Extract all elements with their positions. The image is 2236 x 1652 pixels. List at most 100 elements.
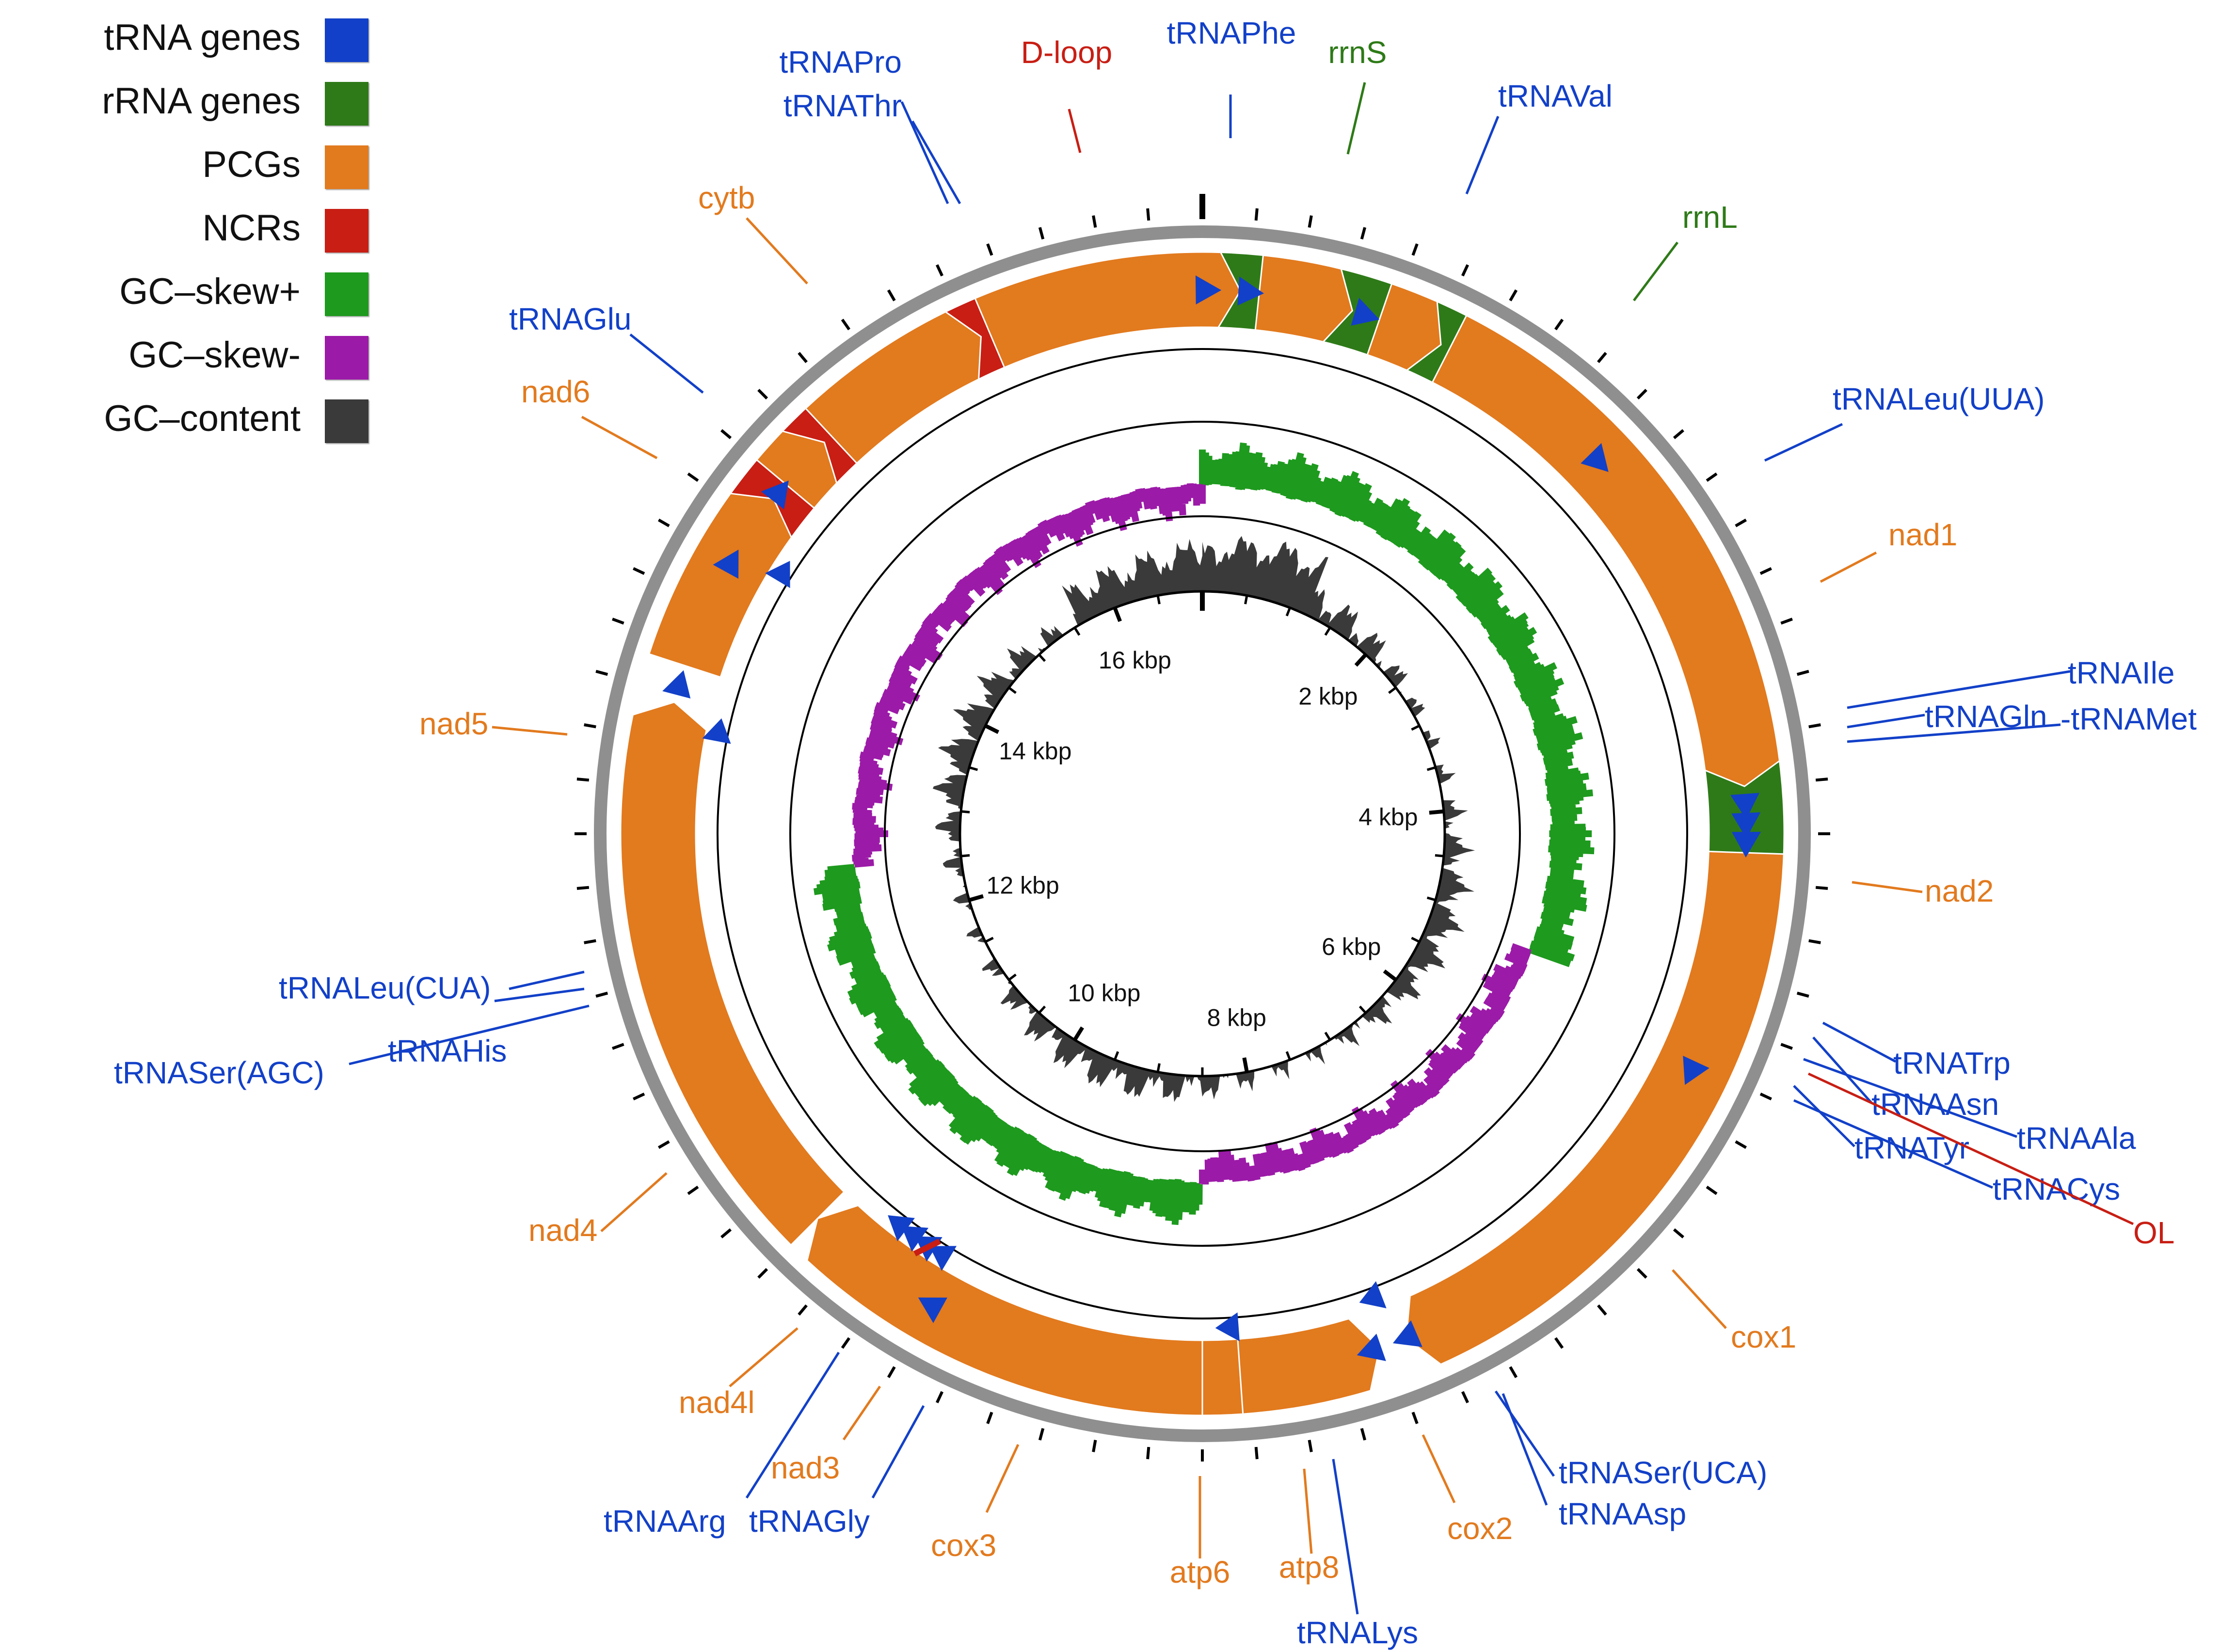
gene-label-nad1: nad1 [1888,517,1957,552]
leader-line [1847,714,1925,729]
outer-tick [1360,227,1367,240]
scale-tick [960,810,970,814]
outer-tick [595,991,608,998]
gene-label-rrnl: rrnL [1682,200,1738,235]
gene-label--trnamet: -tRNAMet [2060,701,2197,736]
gene-label-trnagly: tRNAGly [749,1504,870,1539]
outer-tick [1636,389,1647,400]
gene-label-nad4l: nad4l [679,1385,755,1420]
scale-tick [1114,1051,1119,1061]
outer-tick [1815,886,1828,890]
gene-label-nad6: nad6 [521,374,590,409]
scale-tick [1073,1026,1084,1041]
outer-tick [576,886,590,890]
gene-label-trnaleu-uua-: tRNALeu(UUA) [1833,381,2044,416]
leader-line [1803,1058,2017,1138]
gene-block-nad4 [1431,314,1781,787]
outer-tick [1146,1446,1150,1460]
scale-tick [1038,653,1046,662]
gene-label-trnalys: tRNALys [1297,1615,1418,1650]
scale-tick [1038,1005,1046,1014]
kbp-label: 6 kbp [1322,933,1381,960]
outer-tick [1735,518,1747,527]
gene-label-rrns: rrnS [1328,35,1387,70]
outer-tick [576,778,590,782]
outer-tick [1796,669,1809,676]
legend-item: tRNA genes [0,15,378,63]
outer-tick [841,1337,851,1349]
kbp-label: 14 kbp [999,737,1071,764]
kbp-label: 8 kbp [1207,1004,1266,1031]
outer-tick [757,1268,768,1279]
leader-line [1807,1072,2134,1225]
scale-tick [1242,1057,1249,1073]
leader-line [871,1405,925,1499]
legend-swatch [325,18,368,62]
gene-block-nad3 [1254,254,1354,343]
outer-tick [1038,1428,1045,1441]
gene-block-cox2 [648,492,793,678]
leader-line [1346,82,1366,155]
outer-tick [1808,723,1821,729]
leader-line [746,217,808,285]
leader-line [1332,1459,1359,1615]
outer-tick [1308,1440,1313,1452]
gene-label-atp6: atp6 [1170,1555,1230,1589]
leader-line [492,726,568,736]
scale-tick [985,937,994,943]
leader-line [900,101,949,205]
outer-tick [633,1093,645,1101]
gene-label-trnathr: tRNAThr [783,88,902,123]
outer-tick [986,243,993,256]
outer-tick [757,389,768,400]
legend-item: rRNA genes [0,78,378,127]
trna-marker-trnaala [929,1246,957,1271]
leader-line [1672,1269,1727,1329]
legend-swatch [325,336,368,380]
leader-line [1812,1036,1872,1104]
outer-tick [1673,429,1684,439]
gene-block-atp6 [804,311,982,464]
outer-tick [1360,1428,1367,1441]
outer-tick [687,472,699,482]
legend-label: NCRs [202,207,301,249]
legend-label: GC–content [104,398,301,439]
leader-line [1501,1393,1548,1506]
gene-label-trnaglu: tRNAGlu [509,302,632,336]
legend-item: NCRs [0,205,378,254]
track-ring-3 [884,515,1521,1152]
gene-block-atp8 [755,430,838,509]
outer-tick [1461,1391,1469,1403]
gc-content-track [932,536,1475,1102]
scale-tick [1113,607,1122,622]
outer-tick [1706,1185,1718,1195]
outer-tick [1759,567,1772,575]
trna-marker-trnatrp [918,1297,947,1323]
leader-line [1847,723,2061,743]
kbp-label: 16 kbp [1099,647,1171,674]
gene-label-trnatrp: tRNATrp [1893,1046,2011,1080]
leader-line [509,970,585,990]
outer-tick [1092,1440,1097,1452]
outer-tick [1706,472,1718,482]
scale-tick [1285,1051,1291,1061]
legend-label: tRNA genes [104,17,301,58]
outer-tick [1038,227,1045,240]
outer-tick [1796,991,1809,998]
gene-label-atp8: atp8 [1279,1550,1340,1585]
legend-swatch [325,399,368,443]
scale-tick [1426,766,1436,771]
kbp-label: 12 kbp [987,872,1059,899]
outer-tick [612,618,624,625]
leader-line [494,987,585,1002]
outer-tick [887,1366,896,1379]
leader-line [1068,109,1082,153]
gene-label-nad5: nad5 [419,706,488,741]
gene-label-cytb: cytb [698,180,755,215]
gc-inner-mask [960,591,1445,1076]
outer-tick [1597,1304,1607,1316]
outer-tick [584,939,596,944]
legend-swatch [325,82,368,126]
legend-label: GC–skew+ [119,271,301,312]
scale-tick [1426,896,1436,902]
